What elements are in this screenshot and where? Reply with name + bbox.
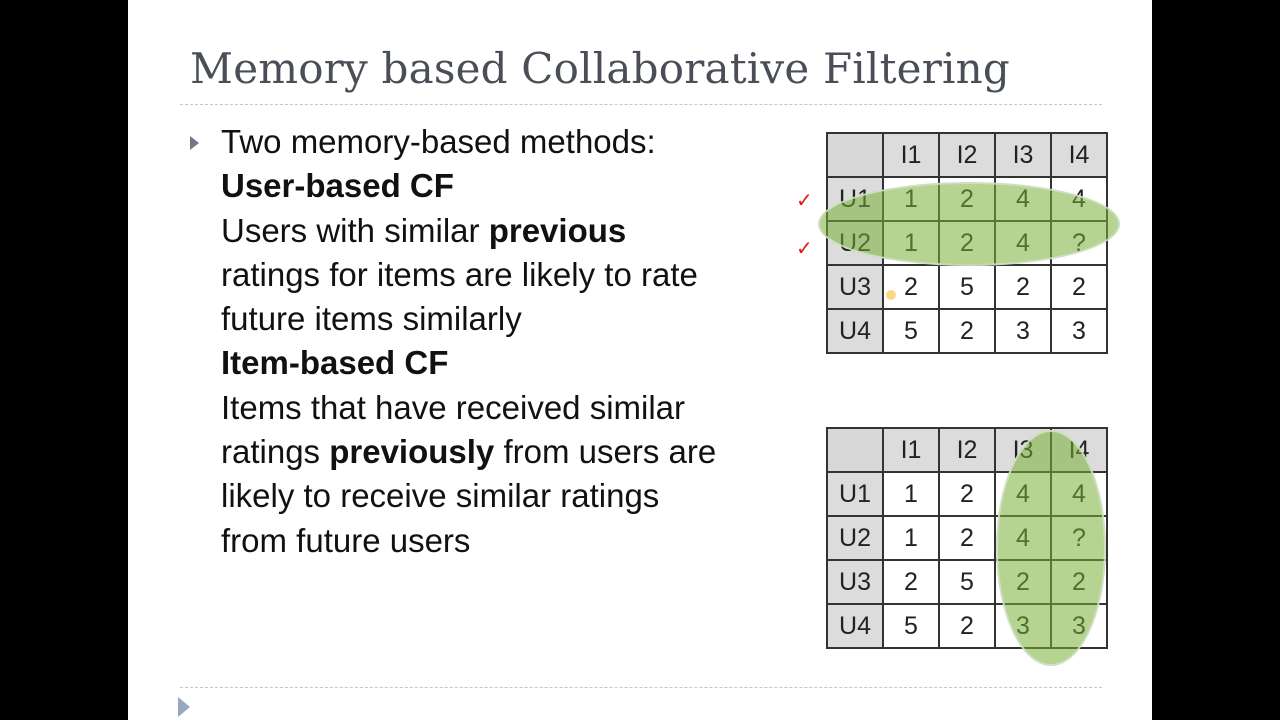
body-line: Two memory-based methods: [221,120,791,164]
rating-cell: 5 [938,559,996,605]
rating-cell: 5 [938,264,996,310]
rating-cell: 1 [882,471,940,517]
text-segment: ratings [221,433,330,471]
slide: Memory based Collaborative Filtering Two… [128,0,1152,720]
bold-text: previous [488,211,627,249]
rating-cell: 2 [994,264,1052,310]
column-header: I1 [882,132,940,178]
body-line: Items that have received similar [221,386,791,430]
text-segment: future items similarly [221,300,522,338]
slide-title: Memory based Collaborative Filtering [190,44,1010,93]
side-panel [1152,0,1280,720]
footer-divider [180,687,1102,688]
body-text: Two memory-based methods: User-based CF Us… [221,120,791,563]
text-segment: likely to receive similar ratings [221,477,660,515]
rating-cell: 1 [882,515,940,561]
row-header: U3 [826,559,884,605]
text-segment: Items that have received similar [221,388,686,426]
column-header: I2 [938,427,996,473]
row-header: U4 [826,308,884,354]
column-header: I2 [938,132,996,178]
body-line: likely to receive similar ratings [221,474,791,518]
rating-cell: 2 [938,471,996,517]
rating-cell: 2 [882,264,940,310]
text-segment: Two memory-based methods: [221,123,656,160]
rating-cell: 5 [882,308,940,354]
row-header: U1 [826,471,884,517]
rating-cell: 2 [938,308,996,354]
row-header: U2 [826,515,884,561]
rating-cell: 3 [994,308,1052,354]
body-line: future items similarly [221,297,791,341]
body-line: Item-based CF [221,341,791,385]
body-line: Users with similar previous [221,209,791,253]
pointer-cursor-icon [886,290,896,300]
body-line: User-based CF [221,164,791,208]
column-header: I1 [882,427,940,473]
rating-cell: 3 [1050,308,1108,354]
title-divider [180,104,1102,105]
body-line: ratings for items are likely to rate [221,253,791,297]
bold-text: previously [329,433,495,471]
body-line: from future users [221,519,791,563]
column-header: I3 [994,132,1052,178]
column-header: I4 [1050,132,1108,178]
bold-text: User-based CF [221,167,454,205]
item-similarity-highlight [996,430,1106,666]
annotation-check-u1-icon: ✓ [796,188,813,212]
text-segment: Users with similar [221,211,489,249]
rating-cell: 5 [882,603,940,649]
rating-cell: 2 [938,515,996,561]
row-header: U4 [826,603,884,649]
table-corner-cell [826,132,884,178]
next-slide-arrow-icon[interactable] [178,697,190,717]
rating-cell: 2 [938,603,996,649]
rating-cell: 2 [882,559,940,605]
bold-text: Item-based CF [221,344,449,382]
rating-cell: 2 [1050,264,1108,310]
text-segment: from users are [494,433,717,471]
body-line: ratings previously from users are [221,430,791,474]
text-segment: from future users [221,521,471,559]
bullet-arrow-icon [190,136,199,150]
table-corner-cell [826,427,884,473]
row-header: U3 [826,264,884,310]
text-segment: ratings for items are likely to rate [221,255,698,293]
user-similarity-highlight [818,182,1120,266]
annotation-check-u2-icon: ✓ [796,236,813,260]
